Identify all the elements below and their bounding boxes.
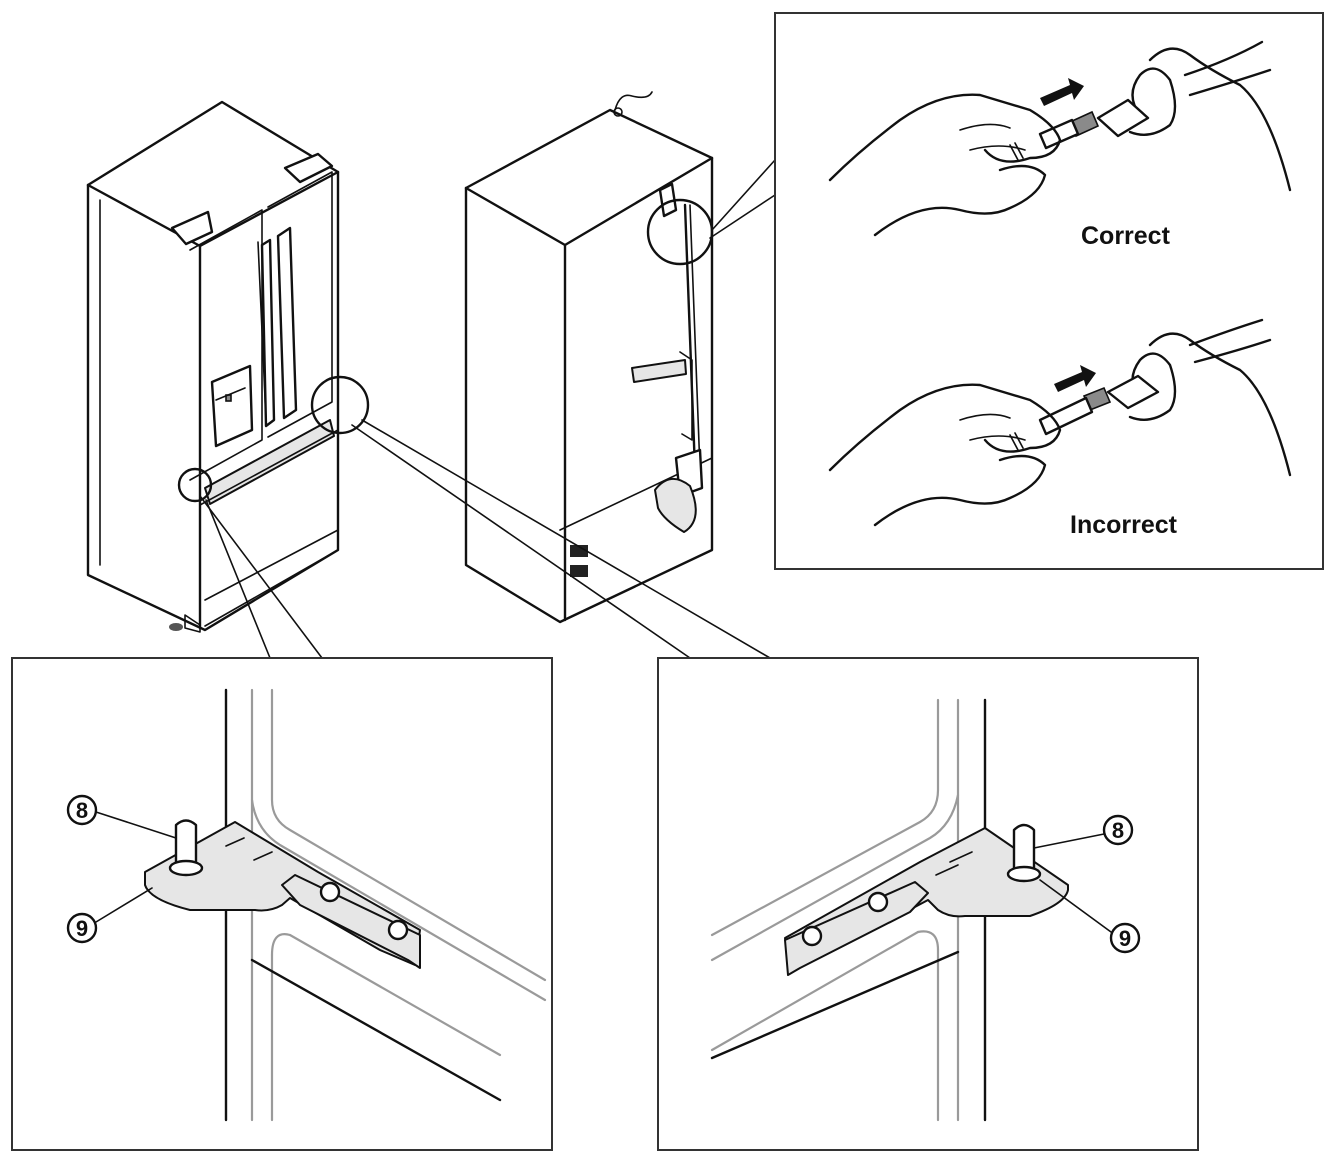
- callout-9-left: 9: [76, 916, 88, 941]
- callout-8-right: 8: [1112, 818, 1124, 843]
- rear-refrigerator: [464, 91, 714, 624]
- callout-8-left: 8: [76, 798, 88, 823]
- water-line-panel: Correct Incorrect: [774, 12, 1324, 570]
- incorrect-illustration: Incorrect: [828, 318, 1292, 539]
- leader-lines: [199, 159, 776, 659]
- callout-9-right: 9: [1119, 926, 1131, 951]
- correct-label: Correct: [1081, 222, 1171, 250]
- front-refrigerator: [86, 100, 370, 633]
- left-hinge-panel: 8 9: [11, 657, 553, 1151]
- incorrect-label: Incorrect: [1070, 511, 1178, 539]
- right-hinge-panel: 8 9: [657, 657, 1199, 1151]
- correct-illustration: Correct: [828, 40, 1292, 250]
